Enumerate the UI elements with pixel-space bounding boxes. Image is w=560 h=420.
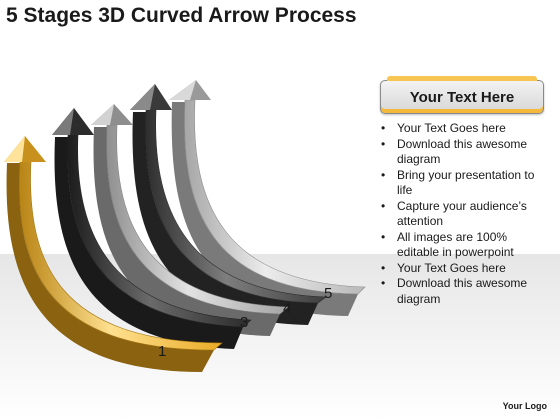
bullet-item-5: • All images are 100% editable in powerpo…: [376, 230, 551, 261]
bullet-item-4: • Capture your audience’s attention: [376, 199, 551, 230]
curved-arrow-diagram: 1 2 3 4 5: [4, 80, 366, 372]
bullet-text-7: Download this awesome diagram: [397, 276, 528, 306]
stage-5-label: 5: [324, 285, 332, 302]
stage-2-arrow: [52, 108, 252, 349]
stage-1-label: 1: [158, 343, 166, 360]
bullet-dot-icon: •: [381, 276, 386, 290]
logo-text: Your Logo: [502, 401, 547, 411]
stage-3-label: 3: [240, 314, 248, 331]
bullet-text-1: Your Text Goes here: [397, 121, 506, 135]
bullet-item-3: • Bring your presentation to life: [376, 168, 551, 199]
page-title: 5 Stages 3D Curved Arrow Process: [6, 4, 357, 27]
bullet-item-2: • Download this awesome diagram: [376, 137, 551, 168]
bullet-dot-icon: •: [381, 260, 386, 275]
bullet-text-4: Capture your audience’s attention: [397, 198, 527, 229]
bullet-text-6: Your Text Goes here: [397, 260, 506, 275]
bullet-dot-icon: •: [381, 136, 386, 151]
stage-4-arrow: [130, 84, 327, 325]
bullet-dot-icon: •: [381, 198, 386, 213]
bullet-item-1: • Your Text Goes here: [376, 121, 551, 137]
text-header-label: Your Text Here: [409, 88, 515, 106]
bullet-dot-icon: •: [381, 167, 386, 182]
bullet-item-7: • Download this awesome diagram: [376, 276, 551, 307]
stage-3-arrow: [91, 104, 289, 336]
bullet-dot-icon: •: [381, 229, 386, 244]
stage-1-arrow: [4, 136, 223, 372]
bullet-item-6: • Your Text Goes here: [376, 261, 551, 277]
bullet-text-2: Download this awesome diagram: [397, 136, 528, 167]
bullet-text-5: All images are 100% editable in powerpoi…: [397, 229, 514, 260]
bullet-list: • Your Text Goes here • Download this awes…: [376, 121, 551, 307]
bullet-dot-icon: •: [381, 121, 386, 135]
stage-4-label: 4: [283, 300, 291, 317]
stage-2-label: 2: [199, 327, 207, 344]
stage-5-arrow: [169, 80, 366, 316]
text-header-box: Your Text Here: [380, 76, 544, 114]
bullet-text-3: Bring your presentation to life: [397, 167, 535, 198]
